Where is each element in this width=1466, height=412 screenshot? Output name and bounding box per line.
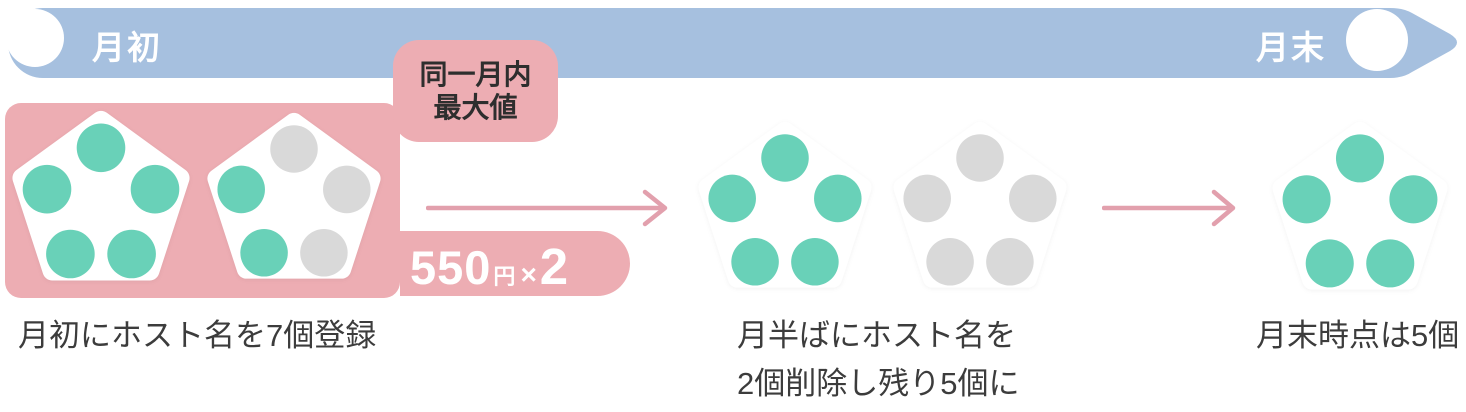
hostname-dot-active — [240, 229, 288, 277]
max-value-badge: 同一月内 最大値 — [393, 40, 558, 142]
month-end-circle — [1346, 9, 1408, 71]
hostname-dot-active — [1282, 175, 1331, 224]
hostname-pentagon — [1267, 121, 1453, 299]
hostname-dot-inactive — [300, 229, 348, 277]
month-start-circle — [6, 9, 64, 67]
hostname-pentagon — [890, 121, 1070, 297]
timeline-bar-shape — [8, 8, 1457, 78]
price-badge: 550 円 × 2 — [400, 231, 630, 296]
pentagon-svg — [12, 110, 190, 281]
pentagon-svg — [207, 112, 381, 279]
hostname-dot-inactive — [926, 238, 974, 286]
hostname-pentagon — [206, 110, 382, 290]
hostname-dot-active — [76, 123, 126, 173]
hostname-dot-active — [217, 165, 265, 214]
hostname-dot-active — [814, 174, 862, 223]
stage2-caption: 月半ばにホスト名を 2個削除し残り5個に — [737, 312, 1019, 408]
hostname-pentagon — [693, 121, 877, 297]
stage1-caption: 月初にホスト名を7個登録 — [18, 312, 376, 360]
pentagon-svg — [1272, 121, 1448, 290]
hostname-pentagon — [10, 110, 192, 290]
hostname-dot-inactive — [323, 165, 371, 214]
hostname-dot-active — [1366, 239, 1415, 288]
hostname-dot-active — [791, 238, 839, 286]
hostname-dot-active — [761, 134, 809, 182]
flow-arrow-icon — [1102, 189, 1236, 227]
hostname-dot-active — [731, 238, 779, 286]
hostname-dot-active — [1389, 175, 1438, 224]
pentagon-svg — [698, 121, 872, 288]
stage2-caption-line2: 2個削除し残り5個に — [737, 366, 1020, 401]
month-end-label: 月末 — [1256, 29, 1326, 66]
hostname-dot-active — [1305, 239, 1354, 288]
hostname-dot-inactive — [986, 238, 1034, 286]
hostname-dot-inactive — [903, 174, 951, 223]
hostname-dot-active — [22, 164, 72, 214]
hostname-dot-active — [130, 164, 180, 214]
pentagon-svg — [893, 121, 1067, 288]
price-count: 2 — [539, 238, 569, 295]
max-value-badge-line1: 同一月内 — [419, 58, 532, 90]
flow-arrow-icon — [426, 189, 668, 227]
month-start-label: 月初 — [92, 29, 162, 66]
hostname-dot-inactive — [1009, 174, 1057, 223]
hostname-dot-active — [1335, 134, 1385, 183]
hostname-dot-inactive — [956, 134, 1004, 182]
stage2-caption-line1: 月半ばにホスト名を — [737, 318, 1016, 353]
stage3-caption: 月末時点は5個 — [1256, 312, 1459, 360]
multiply-sign: × — [520, 259, 537, 290]
timeline-bar — [8, 8, 1457, 78]
hostname-dot-active — [46, 229, 95, 279]
hostname-dot-active — [708, 174, 756, 223]
hostname-dot-inactive — [270, 125, 318, 173]
max-value-badge-line2: 最大値 — [433, 91, 518, 123]
price-amount: 550 — [410, 241, 492, 294]
stage3-caption-line1: 月末時点は5個 — [1256, 318, 1460, 353]
price-unit: 円 — [493, 264, 516, 289]
hostname-dot-active — [107, 229, 156, 279]
stage1-caption-line1: 月初にホスト名を7個登録 — [18, 318, 377, 353]
